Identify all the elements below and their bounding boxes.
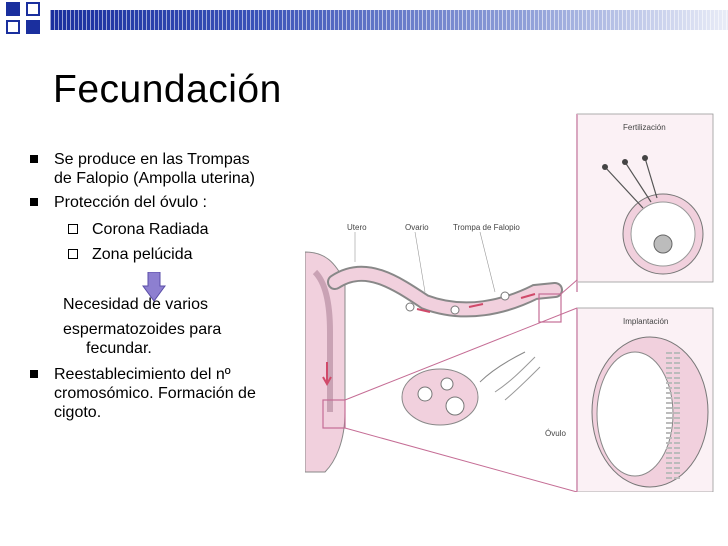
- sub-bullet-box-icon: [68, 249, 78, 259]
- slide-title: Fecundación: [53, 68, 282, 111]
- note-line: Necesidad de varios: [63, 296, 208, 313]
- header-stripes: [50, 10, 728, 30]
- label-trompa: Trompa de Falopio: [453, 223, 520, 232]
- bullet-square-icon: [30, 198, 38, 206]
- fertilization-diagram: Fertilización Implantación: [305, 113, 714, 492]
- label-ovario: Ovario: [405, 223, 429, 232]
- label-fertilizacion: Fertilización: [623, 123, 666, 132]
- header-bar: [0, 0, 728, 42]
- note-line: espermatozoides para: [63, 321, 222, 338]
- note-line: fecundar.: [86, 340, 152, 357]
- bullet-list: Se produce en las Trompas de Falopio (Am…: [0, 0, 310, 546]
- bullet-line: Reestablecimiento del nº: [54, 366, 231, 383]
- corner-square-3: [6, 20, 20, 34]
- down-arrow-icon: [142, 272, 166, 302]
- uterus-drawing: Utero Ovario Trompa de Falopio Óvulo: [305, 223, 578, 492]
- bullet-line: de Falopio (Ampolla uterina): [54, 170, 255, 187]
- implantacion-panel: Implantación: [576, 307, 714, 492]
- label-ovulo: Óvulo: [545, 429, 566, 438]
- bullet-line: cigoto.: [54, 404, 102, 421]
- corner-square-1: [6, 2, 20, 16]
- sub-bullet-text: Zona pelúcida: [92, 246, 193, 263]
- bullet-line: cromosómico. Formación de: [54, 385, 256, 402]
- corner-square-4: [26, 20, 40, 34]
- label-implantacion: Implantación: [623, 317, 668, 326]
- bullet-line: Protección del óvulo :: [54, 194, 207, 211]
- sub-bullet-box-icon: [68, 224, 78, 234]
- corner-square-2: [26, 2, 40, 16]
- fertilization-panel: Fertilización: [576, 113, 714, 292]
- sub-bullet-text: Corona Radiada: [92, 221, 209, 238]
- bullet-square-icon: [30, 155, 38, 163]
- bullet-square-icon: [30, 370, 38, 378]
- bullet-line: Se produce en las Trompas: [54, 151, 250, 168]
- label-utero: Utero: [347, 223, 367, 232]
